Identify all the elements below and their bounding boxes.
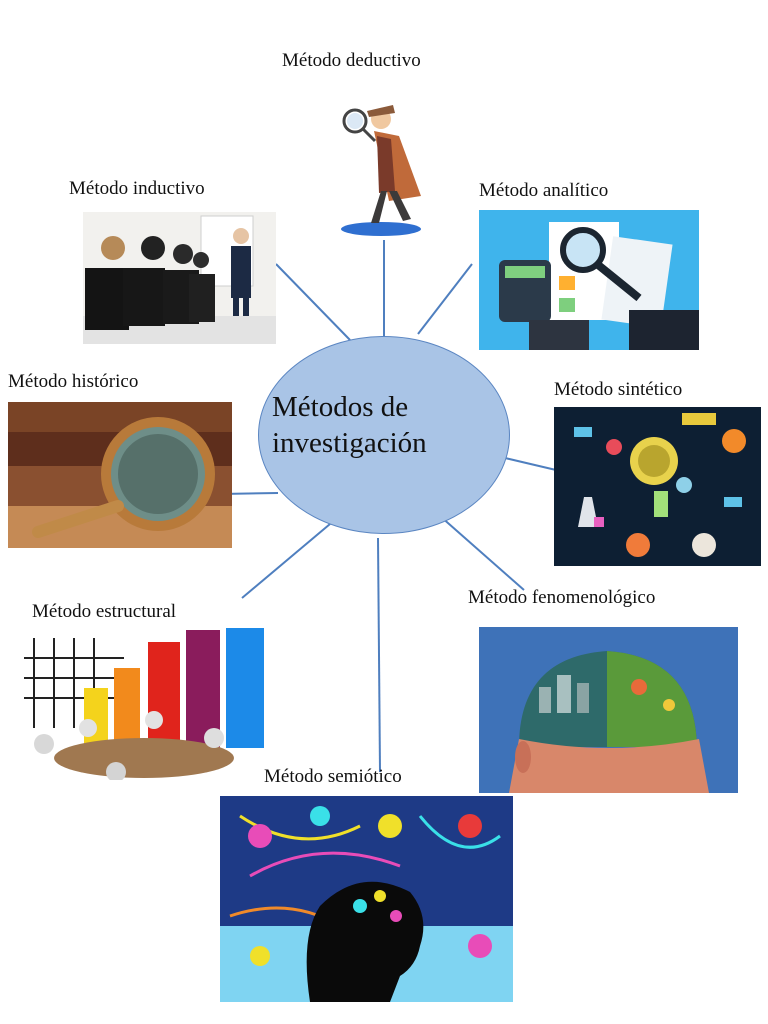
connector-analitico: [417, 263, 473, 335]
label-metodo-fenomenologico: Método fenomenológico: [468, 587, 656, 608]
central-topic-line2: investigación: [272, 427, 427, 459]
label-metodo-deductivo: Método deductivo: [282, 50, 421, 71]
image-analysis-magnifier: [479, 210, 699, 350]
label-metodo-estructural: Método estructural: [32, 601, 177, 622]
connector-fenomenologico: [439, 515, 525, 591]
label-metodo-analitico: Método analítico: [479, 180, 609, 201]
label-metodo-semiotico: Método semiótico: [264, 766, 402, 787]
image-social-network-head: [220, 796, 513, 1002]
image-brain-city-nature: [479, 627, 738, 793]
central-topic-ellipse: [258, 336, 510, 534]
image-science-icons: [554, 407, 761, 566]
image-detective: [329, 91, 436, 239]
label-metodo-historico: Método histórico: [8, 371, 139, 392]
label-metodo-inductivo: Método inductivo: [69, 178, 205, 199]
image-old-books-magnifier: [8, 402, 232, 548]
connector-semiotico: [377, 537, 381, 773]
connector-sintetico: [504, 457, 557, 471]
connector-inductivo: [275, 263, 351, 341]
label-metodo-sintetico: Método sintético: [554, 379, 683, 400]
central-topic-label: Métodos de investigación: [272, 389, 492, 461]
image-bar-chart-meeting: [24, 628, 264, 780]
connector-estructural: [241, 523, 331, 599]
central-topic-line1: Métodos de: [272, 391, 409, 423]
image-classroom-presentation: [83, 212, 276, 344]
